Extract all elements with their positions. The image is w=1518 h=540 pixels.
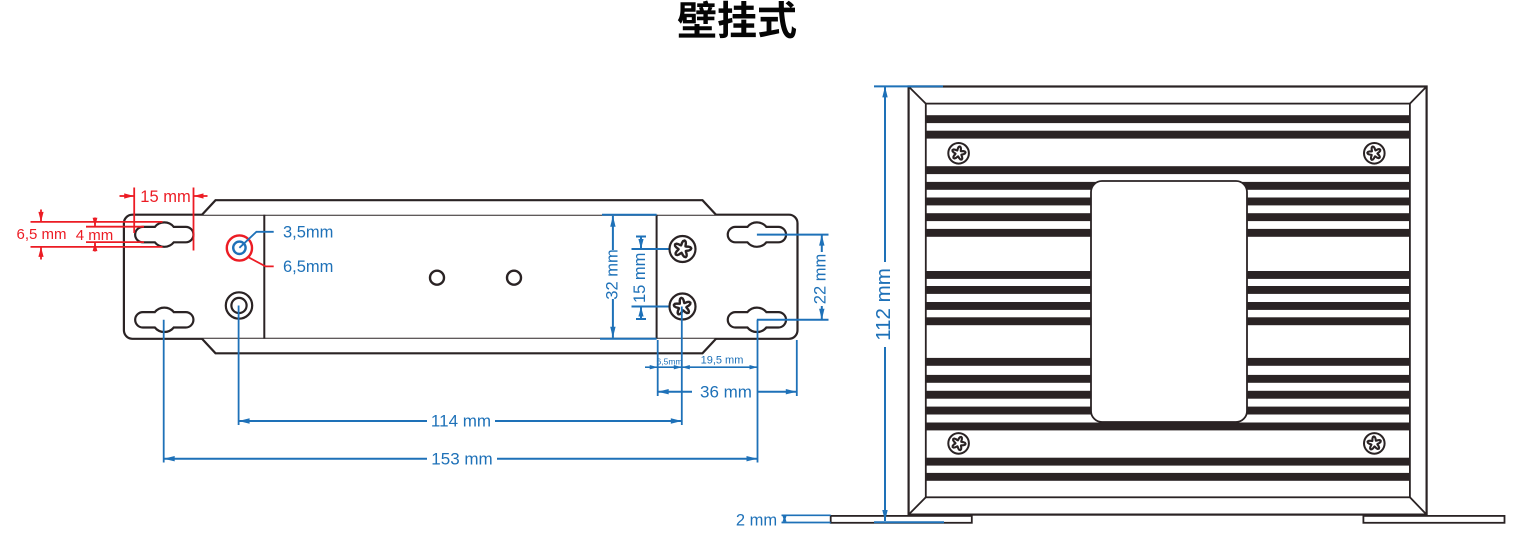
svg-text:153 mm: 153 mm xyxy=(431,449,492,468)
svg-text:6,5mm: 6,5mm xyxy=(283,258,333,276)
svg-text:15 mm: 15 mm xyxy=(140,188,190,206)
svg-text:32 mm: 32 mm xyxy=(604,249,622,299)
svg-text:36 mm: 36 mm xyxy=(700,382,752,401)
svg-text:2 mm: 2 mm xyxy=(736,511,777,529)
svg-text:4 mm: 4 mm xyxy=(76,227,114,244)
svg-text:19,5 mm: 19,5 mm xyxy=(701,354,744,366)
svg-text:22 mm: 22 mm xyxy=(812,254,830,304)
svg-text:114 mm: 114 mm xyxy=(431,412,491,431)
svg-text:6,5mm: 6,5mm xyxy=(657,357,683,367)
svg-text:6,5 mm: 6,5 mm xyxy=(16,226,66,243)
svg-text:15 mm: 15 mm xyxy=(631,253,649,303)
svg-text:112 mm: 112 mm xyxy=(872,268,895,341)
svg-text:3,5mm: 3,5mm xyxy=(283,224,333,242)
